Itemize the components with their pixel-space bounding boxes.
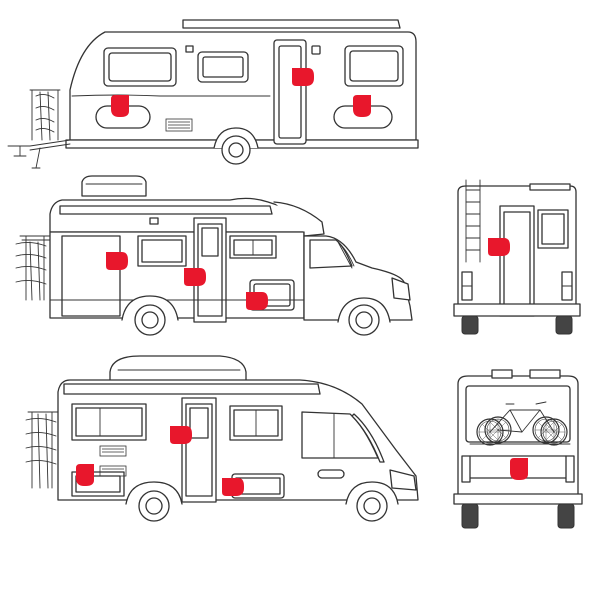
alcove-rear-roof-rail <box>529 183 571 191</box>
alcove-rear-marker <box>106 252 128 270</box>
alcove-rear-bumper <box>453 303 581 317</box>
integrated-rear-roof-unit-2 <box>529 369 561 379</box>
integrated-roof-box <box>109 355 247 383</box>
integrated-rear-roof-unit-1 <box>491 369 513 379</box>
integrated-rear-bumper <box>453 493 583 505</box>
alcove-rear-locker <box>61 235 121 317</box>
integrated-rear-window <box>465 385 571 443</box>
caravan-rear-marker <box>353 95 371 117</box>
alcove-rear-wheel-right <box>555 315 573 335</box>
caravan-door-marker <box>292 68 314 86</box>
integrated-rear-marker <box>76 464 94 486</box>
integrated-bike-rack <box>25 411 59 489</box>
alcove-rear-door-marker <box>488 238 510 256</box>
integrated-headlight <box>389 469 417 491</box>
caravan-front-marker <box>111 95 129 117</box>
integrated-rear-wheel-left <box>461 503 479 529</box>
integrated-rear-wheel-right <box>557 503 575 529</box>
alcove-grille <box>391 277 411 301</box>
integrated-motorhome-side-view <box>25 355 419 522</box>
caravan-bike-rack <box>29 89 61 141</box>
caravan-drawbar <box>7 139 71 169</box>
integrated-rear-light-right <box>565 455 575 483</box>
alcove-rear-wheel-left <box>461 315 479 335</box>
alcove-motorhome-side-view <box>15 175 413 336</box>
integrated-vent-upper <box>99 445 127 457</box>
alcove-rear-ladder <box>465 179 481 263</box>
integrated-windscreen <box>351 413 385 463</box>
integrated-rear-marker-tab <box>510 458 528 480</box>
awning-rail <box>182 19 401 29</box>
alcove-awning <box>59 205 273 215</box>
integrated-locker-marker <box>222 478 244 496</box>
integrated-awning <box>63 383 321 395</box>
integrated-rear-bikes <box>469 401 571 446</box>
integrated-vent-lower <box>99 465 127 477</box>
alcove-door-marker <box>184 268 206 286</box>
caravan-side-view <box>7 19 419 169</box>
integrated-motorhome-rear-view <box>453 369 583 529</box>
integrated-door-marker <box>170 426 192 444</box>
caravan-vent <box>165 118 193 132</box>
alcove-locker-marker <box>246 292 268 310</box>
alcove-cab-window <box>309 239 353 269</box>
alcove-roof-box <box>81 175 147 197</box>
alcove-motorhome-rear-view <box>453 179 581 335</box>
integrated-rear-light-left <box>461 455 471 483</box>
alcove-bike-rack <box>15 235 51 301</box>
